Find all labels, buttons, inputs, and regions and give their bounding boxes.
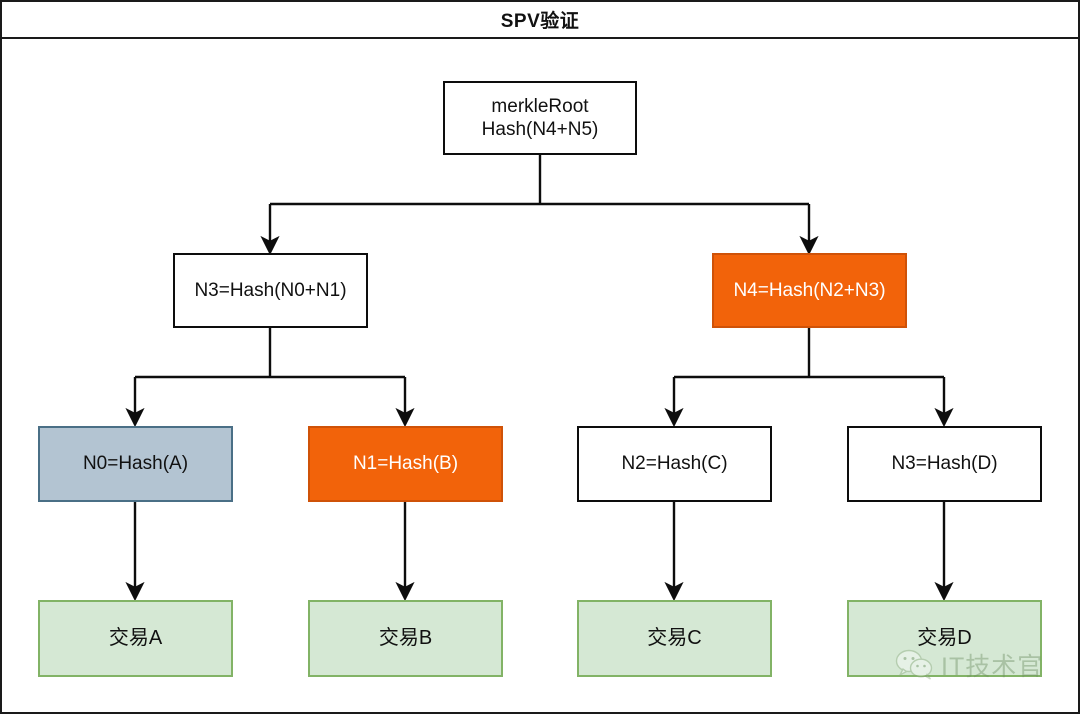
node-transaction-b-label: 交易B xyxy=(378,627,433,650)
node-n0-hash-a-label: N0=Hash(A) xyxy=(82,453,189,475)
node-n3-hash-d-label: N3=Hash(D) xyxy=(891,453,998,475)
node-transaction-a-label: 交易A xyxy=(108,627,163,650)
diagram-title-bar: SPV验证 xyxy=(2,2,1078,39)
node-merkle-root[interactable]: merkleRoot Hash(N4+N5) xyxy=(443,81,637,155)
node-transaction-d-label: 交易D xyxy=(917,627,972,650)
node-n4-hash-n2-n3-label: N4=Hash(N2+N3) xyxy=(733,279,886,301)
node-merkle-root-line2: Hash(N4+N5) xyxy=(481,119,599,140)
node-n4-hash-n2-n3[interactable]: N4=Hash(N2+N3) xyxy=(712,253,907,328)
node-n1-hash-b[interactable]: N1=Hash(B) xyxy=(308,426,503,502)
node-n2-hash-c[interactable]: N2=Hash(C) xyxy=(577,426,772,502)
node-n0-hash-a[interactable]: N0=Hash(A) xyxy=(38,426,233,502)
node-n3-hash-n0-n1-label: N3=Hash(N0+N1) xyxy=(194,279,347,301)
node-transaction-a[interactable]: 交易A xyxy=(38,600,233,677)
node-n1-hash-b-label: N1=Hash(B) xyxy=(352,453,459,475)
node-n3-hash-n0-n1[interactable]: N3=Hash(N0+N1) xyxy=(173,253,368,328)
node-transaction-c[interactable]: 交易C xyxy=(577,600,772,677)
page-title: SPV验证 xyxy=(500,11,580,32)
node-transaction-b[interactable]: 交易B xyxy=(308,600,503,677)
node-transaction-d[interactable]: 交易D xyxy=(847,600,1042,677)
node-n2-hash-c-label: N2=Hash(C) xyxy=(621,453,728,475)
node-merkle-root-line1: merkleRoot xyxy=(491,95,589,117)
node-n3-hash-d[interactable]: N3=Hash(D) xyxy=(847,426,1042,502)
node-transaction-c-label: 交易C xyxy=(647,627,702,650)
